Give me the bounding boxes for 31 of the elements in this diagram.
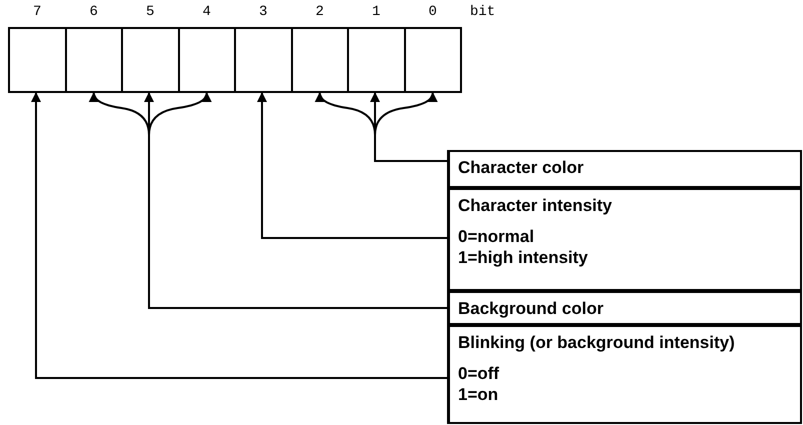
description-panel xyxy=(447,188,802,291)
field-title: Character intensity xyxy=(458,195,613,216)
bit-number: 4 xyxy=(202,4,212,20)
bit-cell xyxy=(8,27,66,93)
field-title: Character color xyxy=(458,157,585,178)
arrow xyxy=(257,92,447,239)
bit-cell xyxy=(290,27,349,93)
bit-number: 2 xyxy=(314,4,325,20)
field-title: Background color xyxy=(458,298,604,319)
value-description: 1=high intensity xyxy=(458,247,589,268)
bit-cell xyxy=(347,27,406,93)
field-title: Blinking (or background intensity) xyxy=(458,332,736,353)
bit-number: 7 xyxy=(32,4,42,20)
arrow xyxy=(31,92,447,379)
bit-cell xyxy=(404,27,462,93)
value-description: 1=on xyxy=(458,384,500,405)
bit-cell xyxy=(121,27,180,93)
description-panel xyxy=(447,150,802,188)
bit-number: 5 xyxy=(145,4,156,20)
bit-cell xyxy=(178,27,236,93)
bit-number: 0 xyxy=(428,4,438,20)
description-panel xyxy=(447,325,802,424)
description-panel xyxy=(447,291,802,325)
bit-number: 3 xyxy=(258,4,268,20)
value-description: 0=normal xyxy=(458,226,536,247)
bit-axis-label: bit xyxy=(470,4,496,20)
bit-cell xyxy=(234,27,292,93)
bit-cell xyxy=(64,27,123,93)
bit-number: 1 xyxy=(371,4,382,20)
bit-number: 6 xyxy=(88,4,99,20)
value-description: 0=off xyxy=(458,363,500,384)
